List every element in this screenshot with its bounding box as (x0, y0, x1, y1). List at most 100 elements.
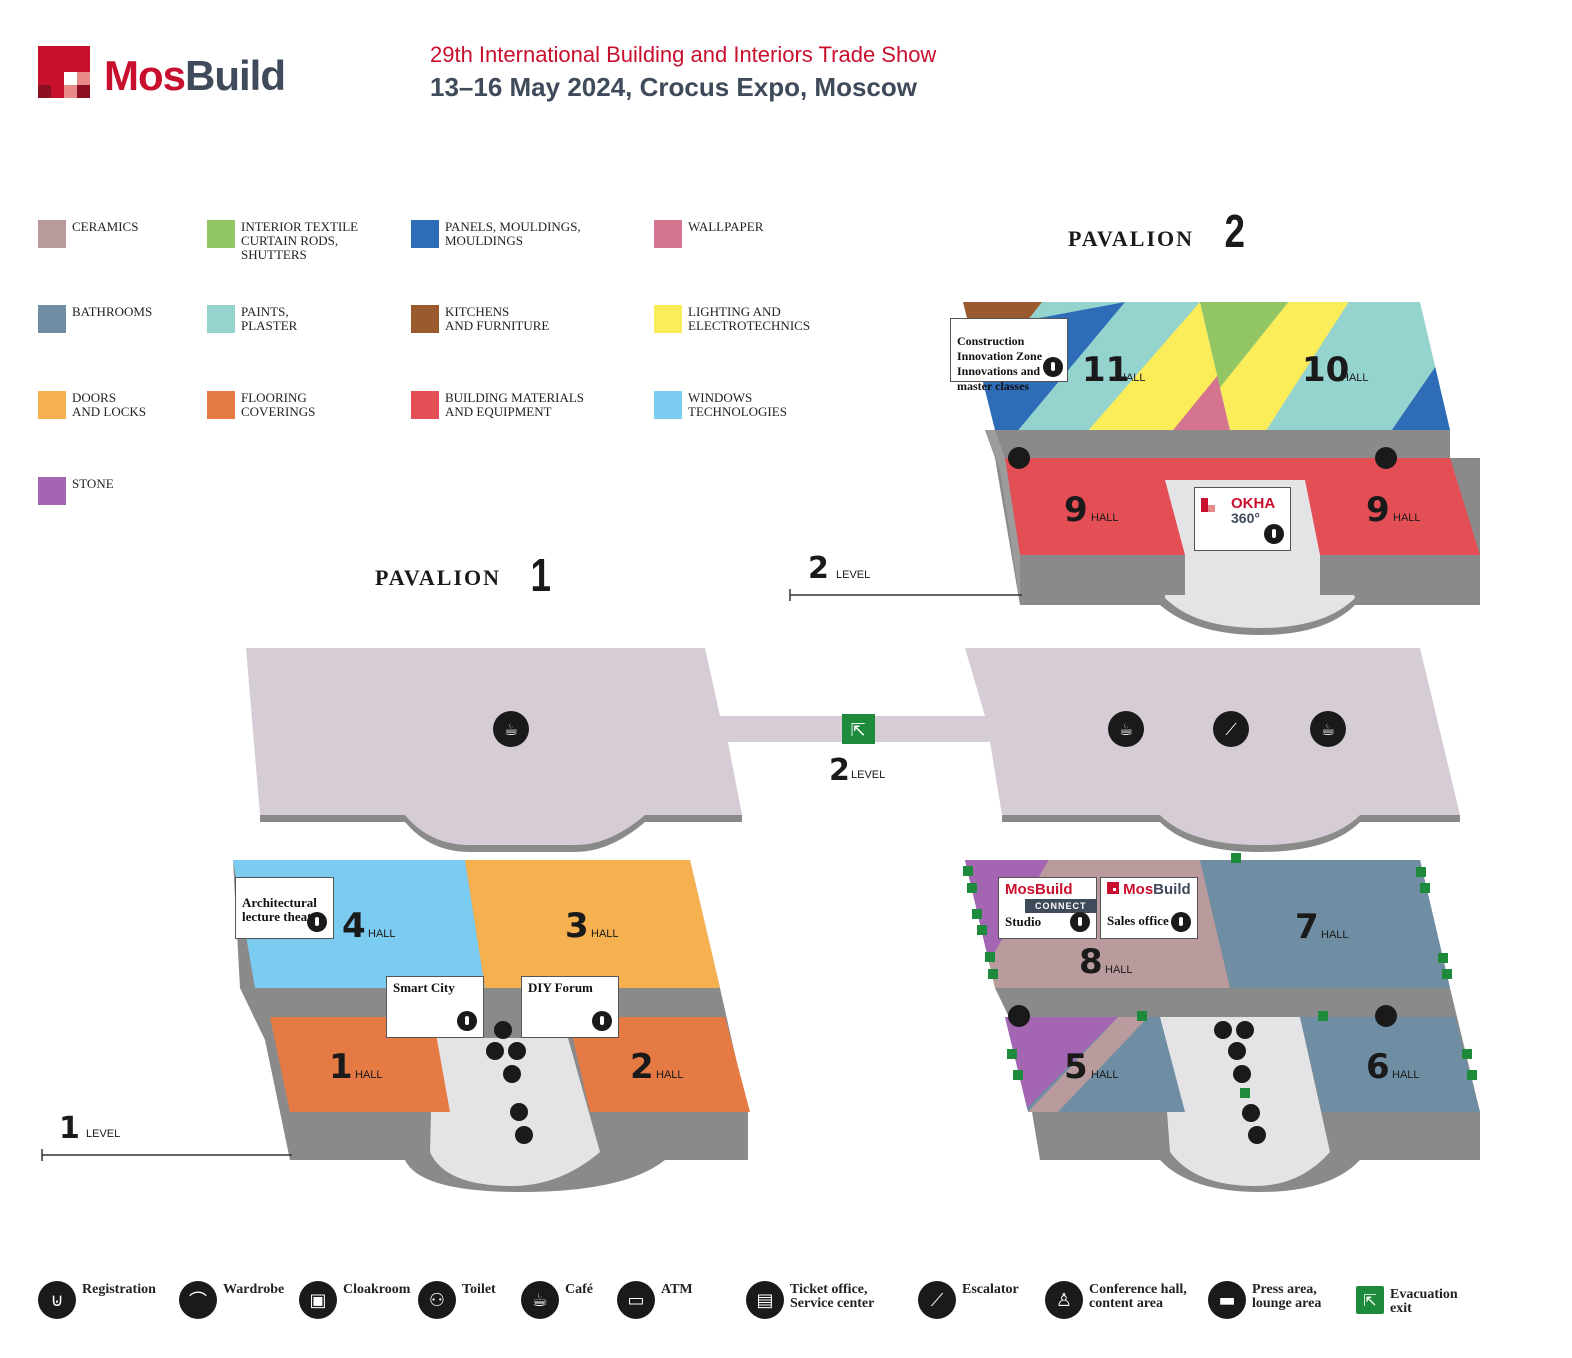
evacuation-exit-icon[interactable] (842, 714, 875, 744)
legend-swatch (207, 220, 235, 248)
legend-item: WALLPAPER (654, 220, 763, 248)
icon-legend-label: Café (565, 1282, 593, 1297)
hall-2-label: HALL (656, 1069, 684, 1081)
hall-11-label: HALL (1118, 372, 1146, 384)
legend-item: FLOORING COVERINGS (207, 391, 315, 419)
evacuation-exit-icon[interactable] (985, 952, 995, 962)
okha-bottom-text: 360° (1231, 510, 1260, 526)
evacuation-exit-icon[interactable] (1442, 969, 1452, 979)
legend-label: CERAMICS (72, 219, 139, 234)
icon-legend-item: ⟋Escalator (918, 1281, 1019, 1319)
legend-swatch (411, 305, 439, 333)
legend-label: WINDOWS TECHNOLOGIES (688, 390, 787, 419)
hall-10-label: HALL (1341, 372, 1369, 384)
evacuation-exit-icon[interactable] (1007, 1049, 1017, 1059)
icon-legend-item: ▣Cloakroom (299, 1281, 410, 1319)
ticket-office-icon[interactable] (510, 1103, 528, 1121)
evacuation-exit-icon[interactable] (963, 866, 973, 876)
smart-city-box[interactable]: Smart City (386, 976, 484, 1038)
evacuation-exit-icon[interactable] (1013, 1070, 1023, 1080)
evacuation-exit-icon[interactable] (1467, 1070, 1477, 1080)
atm-icon: ▭ (617, 1281, 655, 1319)
mosbuild-connect-studio-box[interactable]: MosBuild CONNECT Studio (998, 877, 1097, 939)
construction-innovation-zone-box[interactable]: Construction Innovation Zone Innovations… (950, 318, 1068, 393)
evacuation-exit-icon[interactable] (972, 909, 982, 919)
level-1-label: LEVEL (86, 1128, 120, 1140)
cafe-icon[interactable] (493, 711, 529, 747)
cafe-icon[interactable] (1310, 711, 1346, 747)
legend-label: STONE (72, 476, 114, 491)
connect-tag: CONNECT (1025, 899, 1097, 913)
legend-item: BUILDING MATERIALS AND EQUIPMENT (411, 391, 584, 419)
escalator-icon[interactable] (494, 1021, 512, 1039)
press-lounge-icon: ▬ (1208, 1281, 1246, 1319)
pavilion-1-title: PAVALION (375, 565, 502, 590)
icon-legend-label: Registration (82, 1282, 156, 1297)
legend-label: INTERIOR TEXTILE CURTAIN RODS, SHUTTERS (241, 219, 359, 262)
icon-legend-item: ☕Café (521, 1281, 593, 1319)
hall-9-left-label: HALL (1091, 512, 1119, 524)
escalator-icon[interactable] (1228, 1042, 1246, 1060)
evacuation-exit-icon[interactable] (1231, 853, 1241, 863)
icon-legend-item: ⚇Toilet (418, 1281, 496, 1319)
connect-studio-text: Studio (1005, 914, 1042, 929)
legend-swatch (38, 220, 66, 248)
toilet-icon[interactable] (1008, 1005, 1030, 1027)
evacuation-exit-icon[interactable] (967, 883, 977, 893)
registration-icon[interactable] (515, 1126, 533, 1144)
evacuation-exit-icon[interactable] (1137, 1011, 1147, 1021)
evacuation-exit-icon[interactable] (988, 969, 998, 979)
legend-item: WINDOWS TECHNOLOGIES (654, 391, 787, 419)
cafe-icon[interactable] (1214, 1021, 1232, 1039)
registration-icon[interactable] (1242, 1104, 1260, 1122)
legend-swatch (654, 220, 682, 248)
icon-legend-item: ♙Conference hall, content area (1045, 1281, 1187, 1319)
icon-legend-label: Evacuation exit (1390, 1287, 1458, 1316)
legend-swatch (654, 391, 682, 419)
cafe-icon[interactable] (486, 1042, 504, 1060)
level-2-number: 2 (808, 551, 829, 586)
evacuation-exit-icon[interactable] (1438, 953, 1448, 963)
hall-9-right-label: HALL (1393, 512, 1421, 524)
icon-legend-item: ▤Ticket office, Service center (746, 1281, 874, 1319)
toilet-icon[interactable] (1375, 447, 1397, 469)
evacuation-exit-icon[interactable] (977, 925, 987, 935)
okha-360-box[interactable]: OKHA 360° (1194, 487, 1291, 551)
conference-hall-icon (592, 1011, 612, 1031)
escalator-icon[interactable] (503, 1065, 521, 1083)
east-lobby (1160, 1017, 1330, 1186)
connect-build: Build (1035, 881, 1073, 898)
construction-innovation-zone-text: Construction Innovation Zone Innovations… (957, 334, 1043, 393)
logo-mos: Mos (104, 52, 186, 99)
hall-7-number: 7 (1295, 907, 1319, 947)
conference-hall-icon (1264, 524, 1284, 544)
evacuation-exit-icon[interactable] (1416, 867, 1426, 877)
wardrobe-icon: ⌒ (179, 1281, 217, 1319)
toilet-icon[interactable] (1008, 447, 1030, 469)
pavilion-2-level-2: 11 HALL 10 HALL 9 HALL 9 HALL (963, 302, 1480, 635)
evacuation-exit-icon[interactable] (1462, 1049, 1472, 1059)
okha-logo-mark (1201, 498, 1215, 512)
legend-label: WALLPAPER (688, 219, 764, 234)
evacuation-exit-icon[interactable] (1318, 1011, 1328, 1021)
diy-forum-box[interactable]: DIY Forum (521, 976, 619, 1038)
legend-swatch (654, 305, 682, 333)
atm-icon[interactable] (1236, 1021, 1254, 1039)
hall-9-left-area (1005, 458, 1185, 555)
escalator-icon[interactable] (1233, 1065, 1251, 1083)
mosbuild-sales-office-box[interactable]: MosBuild Sales office (1100, 877, 1198, 939)
evacuation-exit-icon[interactable] (1240, 1088, 1250, 1098)
hall-3-number: 3 (565, 906, 589, 946)
escalator-icon[interactable] (1213, 711, 1249, 747)
architectural-lecture-theatre-box[interactable]: Architectural lecture theatre (235, 877, 334, 939)
svg-text:☕: ☕ (1321, 720, 1335, 739)
wardrobe-icon[interactable] (508, 1042, 526, 1060)
legend-item: CERAMICS (38, 220, 138, 248)
toilet-icon[interactable] (1375, 1005, 1397, 1027)
cafe-icon[interactable] (1108, 711, 1144, 747)
evacuation-exit-icon[interactable] (1420, 883, 1430, 893)
icon-legend-item: ⇱Evacuation exit (1356, 1286, 1458, 1316)
wardrobe-icon[interactable] (1248, 1126, 1266, 1144)
diy-forum-text: DIY Forum (528, 980, 593, 995)
